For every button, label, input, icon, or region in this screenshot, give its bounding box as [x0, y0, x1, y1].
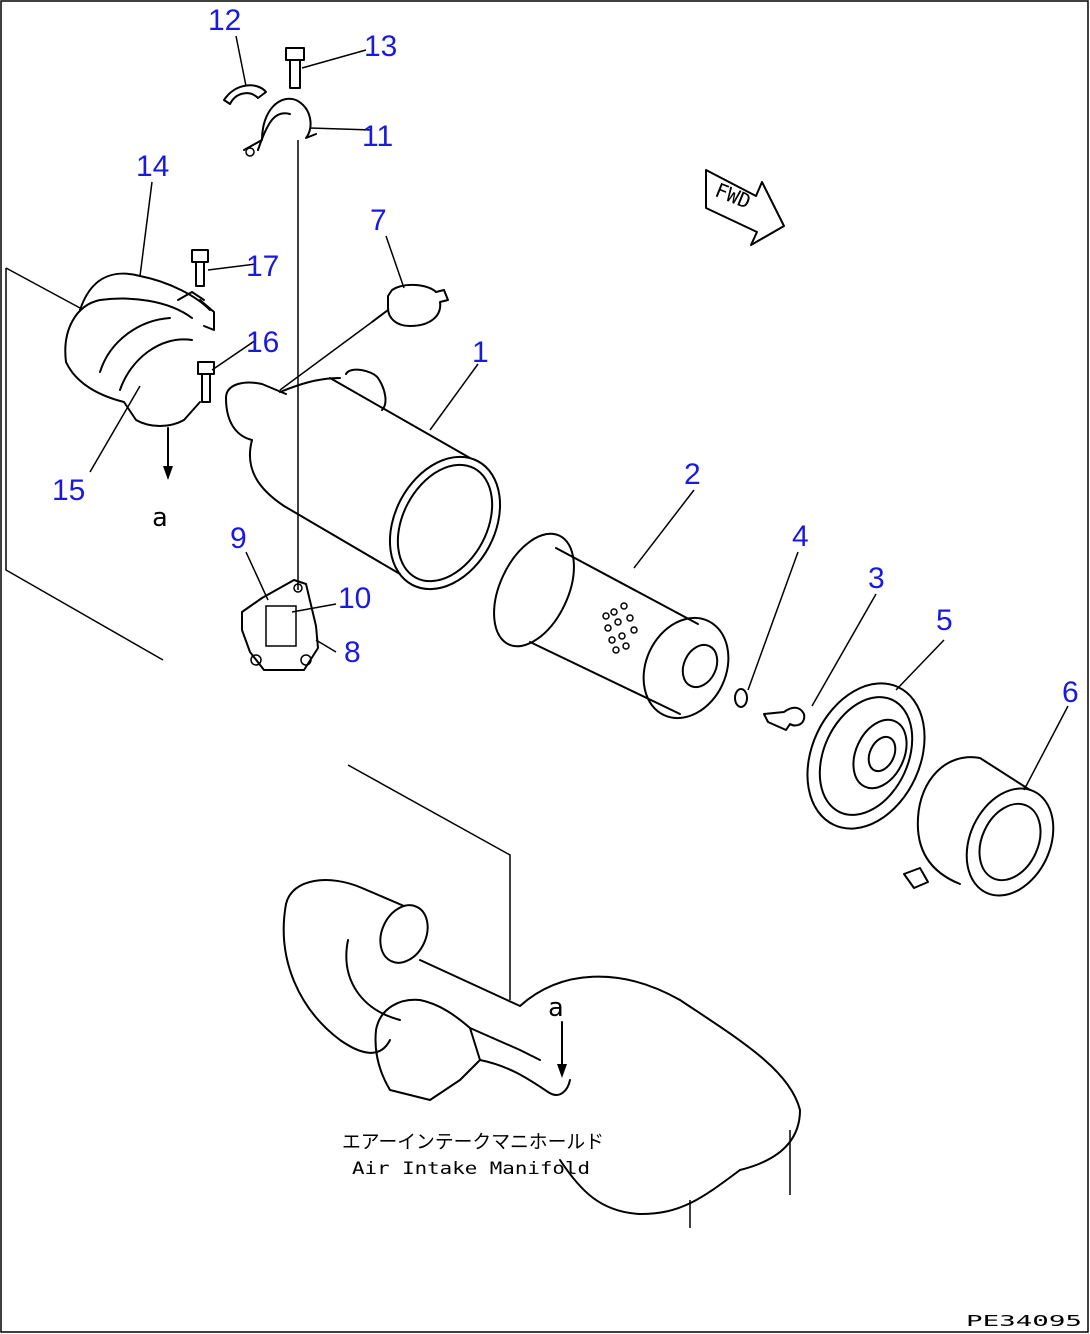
part-number-8: 8 — [344, 636, 361, 669]
manifold-label-en: Air Intake Manifold — [352, 1159, 590, 1179]
dust-indicator-part-7 — [279, 284, 449, 391]
manifold-label-jp: エアーインテークマニホールド — [342, 1131, 604, 1153]
air-filter-element-part-2 — [493, 532, 730, 720]
drawing-code: PE34095 — [966, 1312, 1082, 1330]
reference-arrow-bottom — [557, 1021, 567, 1078]
rear-panel — [347, 764, 511, 1000]
reference-arrow-top — [163, 427, 173, 480]
part-number-6: 6 — [1062, 676, 1079, 709]
part-number-5: 5 — [936, 604, 953, 637]
mounting-panel — [5, 267, 164, 661]
bolt-part-13 — [285, 47, 305, 89]
part-number-7: 7 — [370, 204, 387, 237]
part-number-11: 11 — [362, 120, 393, 153]
part-number-12: 12 — [208, 4, 241, 37]
intake-hose — [282, 879, 429, 1054]
air-intake-manifold — [374, 959, 801, 1228]
part-number-13: 13 — [364, 30, 397, 63]
reference-marker-a-top: a — [152, 503, 168, 533]
clamp-half-part — [223, 84, 267, 105]
washer-part-4 — [734, 688, 748, 708]
clamp-part-11 — [243, 97, 317, 157]
fwd-label: FWD — [712, 178, 754, 214]
cover-part-6 — [903, 756, 1055, 897]
bracket-assembly-part-8 — [241, 579, 319, 671]
part-number-14: 14 — [136, 150, 169, 183]
part-number-16: 16 — [246, 326, 279, 359]
safety-element-part-5 — [806, 682, 926, 830]
part-number-17: 17 — [246, 250, 279, 283]
part-number-15: 15 — [52, 474, 85, 507]
bolt-part-16 — [197, 361, 215, 403]
air-cleaner-housing-part-1 — [225, 368, 502, 591]
fwd-arrow: FWD — [705, 169, 785, 246]
part-number-2: 2 — [684, 458, 701, 491]
part-number-4: 4 — [792, 520, 809, 553]
part-number-3: 3 — [868, 562, 885, 595]
part-number-1: 1 — [472, 336, 489, 369]
mounting-band-part-14 — [64, 272, 215, 427]
wing-nut-part-3 — [763, 706, 806, 731]
part-number-10: 10 — [338, 582, 371, 615]
reference-marker-a-bottom: a — [548, 993, 564, 1023]
leader-lines — [89, 35, 1069, 791]
part-number-9: 9 — [230, 522, 247, 555]
bolt-part-17 — [191, 249, 209, 287]
